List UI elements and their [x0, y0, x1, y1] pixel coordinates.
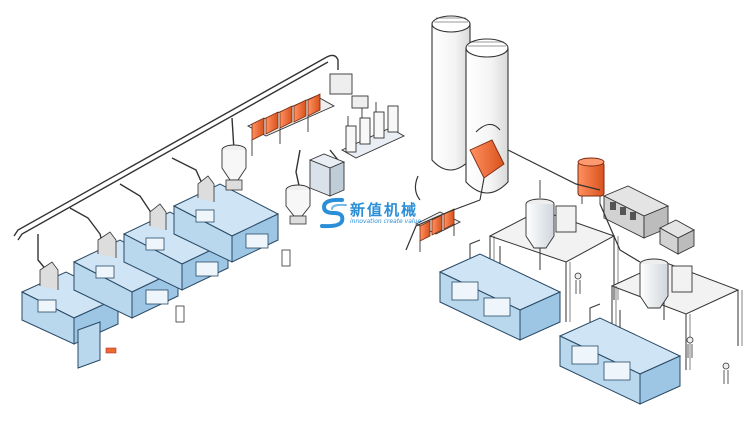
- operator-figures: [574, 272, 730, 384]
- dryer-lower: [639, 258, 693, 309]
- right-conveying-pipes: [405, 149, 641, 263]
- hopper-dryer-middle: [285, 184, 311, 225]
- injection-machine-4: [172, 175, 291, 267]
- orange-surge-tank: [577, 157, 605, 204]
- chiller-units: [602, 185, 695, 255]
- dehumidifying-dryer-bank: [341, 102, 405, 159]
- material-station: [414, 208, 462, 252]
- logo-subtitle: innovation create value: [350, 218, 422, 225]
- silo-discharge-hopper: [469, 123, 505, 201]
- logo-title: 新值机械: [350, 201, 419, 219]
- injection-machine-big-1: [438, 239, 562, 341]
- hopper-dryer-left: [221, 144, 247, 191]
- dryer-upper: [525, 180, 577, 249]
- logo-s-mark-icon: [320, 197, 347, 229]
- conveying-pipe-network: [13, 54, 339, 273]
- injection-machine-big-2: [558, 303, 682, 405]
- storage-silo-left: [431, 15, 471, 171]
- control-cabinet: [308, 153, 346, 197]
- drying-hopper-row: [246, 73, 369, 156]
- company-logo: 新值机械 innovation create value: [318, 197, 428, 231]
- injection-machine-1: [20, 261, 120, 369]
